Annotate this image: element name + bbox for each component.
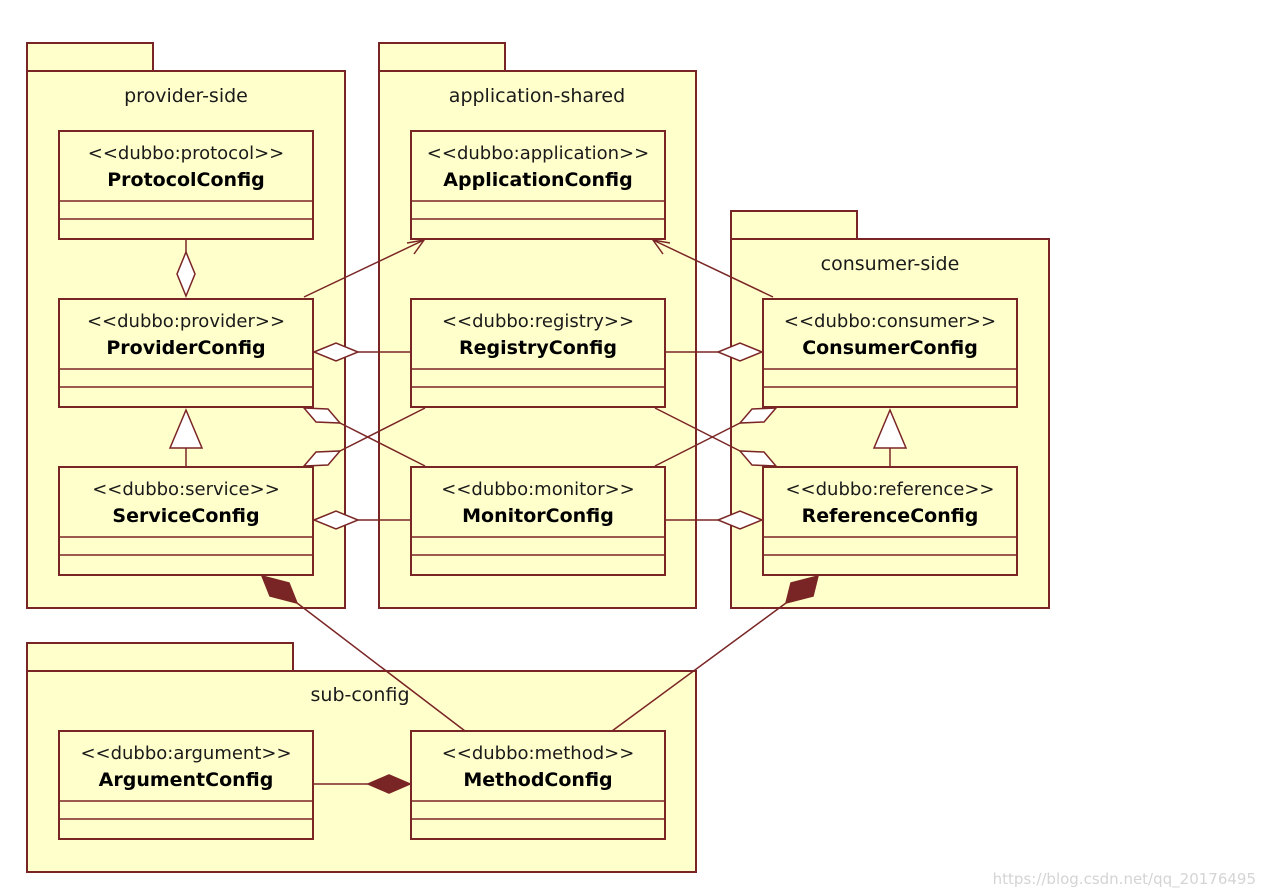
class-name: MonitorConfig — [462, 505, 614, 527]
class-name: RegistryConfig — [459, 337, 617, 359]
edge-consumer-application — [652, 239, 774, 298]
generalization-arrow — [872, 408, 908, 449]
class-stereotype: <<dubbo:method>> — [442, 743, 635, 764]
package-name: consumer-side — [821, 253, 960, 275]
class-provider-config: <<dubbo:provider>> ProviderConfig — [58, 298, 314, 408]
class-stereotype: <<dubbo:argument>> — [80, 743, 291, 764]
class-application-config: <<dubbo:application>> ApplicationConfig — [410, 130, 666, 240]
aggregation-diamond — [716, 342, 764, 362]
class-argument-config: <<dubbo:argument>> ArgumentConfig — [58, 730, 314, 840]
aggregation-diamond — [312, 342, 360, 362]
class-name: ProviderConfig — [106, 337, 265, 359]
watermark: https://blog.csdn.net/qq_20176495 — [993, 870, 1256, 889]
class-name: ArgumentConfig — [99, 769, 274, 791]
class-reference-config: <<dubbo:reference>> ReferenceConfig — [762, 466, 1018, 576]
class-name: ReferenceConfig — [802, 505, 979, 527]
class-name: ConsumerConfig — [802, 337, 978, 359]
class-stereotype: <<dubbo:application>> — [427, 143, 649, 164]
composition-diamond — [366, 774, 412, 794]
class-service-config: <<dubbo:service>> ServiceConfig — [58, 466, 314, 576]
class-monitor-config: <<dubbo:monitor>> MonitorConfig — [410, 466, 666, 576]
class-name: MethodConfig — [463, 769, 612, 791]
package-name: provider-side — [124, 85, 248, 107]
class-name: ProtocolConfig — [107, 169, 265, 191]
class-stereotype: <<dubbo:provider>> — [87, 311, 285, 332]
class-method-config: <<dubbo:method>> MethodConfig — [410, 730, 666, 840]
edge-monitor-consumer — [654, 422, 741, 467]
aggregation-diamond — [302, 450, 342, 467]
edge-registry-reference — [654, 407, 741, 452]
class-stereotype: <<dubbo:registry>> — [442, 311, 634, 332]
aggregation-diamond — [738, 407, 778, 424]
composition-diamond — [784, 574, 820, 605]
class-stereotype: <<dubbo:protocol>> — [88, 143, 285, 164]
class-stereotype: <<dubbo:service>> — [92, 479, 280, 500]
aggregation-diamond — [738, 450, 778, 467]
edge-registry-service — [339, 407, 426, 452]
class-name: ServiceConfig — [112, 505, 259, 527]
class-consumer-config: <<dubbo:consumer>> ConsumerConfig — [762, 298, 1018, 408]
generalization-arrow — [168, 408, 204, 449]
edge-method-service — [296, 602, 466, 732]
class-stereotype: <<dubbo:monitor>> — [441, 479, 635, 500]
edge-provider-application — [303, 239, 425, 298]
aggregation-diamond — [176, 250, 196, 298]
package-name: sub-config — [311, 684, 410, 706]
edge-method-reference — [611, 602, 787, 732]
aggregation-diamond — [716, 510, 764, 530]
relations — [168, 238, 908, 794]
aggregation-diamond — [302, 407, 342, 424]
class-stereotype: <<dubbo:consumer>> — [784, 311, 996, 332]
class-name: ApplicationConfig — [443, 169, 632, 191]
composition-diamond — [260, 574, 299, 605]
class-registry-config: <<dubbo:registry>> RegistryConfig — [410, 298, 666, 408]
edge-monitor-provider — [339, 422, 426, 467]
class-stereotype: <<dubbo:reference>> — [785, 479, 994, 500]
package-name: application-shared — [449, 85, 625, 107]
class-protocol-config: <<dubbo:protocol>> ProtocolConfig — [58, 130, 314, 240]
aggregation-diamond — [312, 510, 360, 530]
